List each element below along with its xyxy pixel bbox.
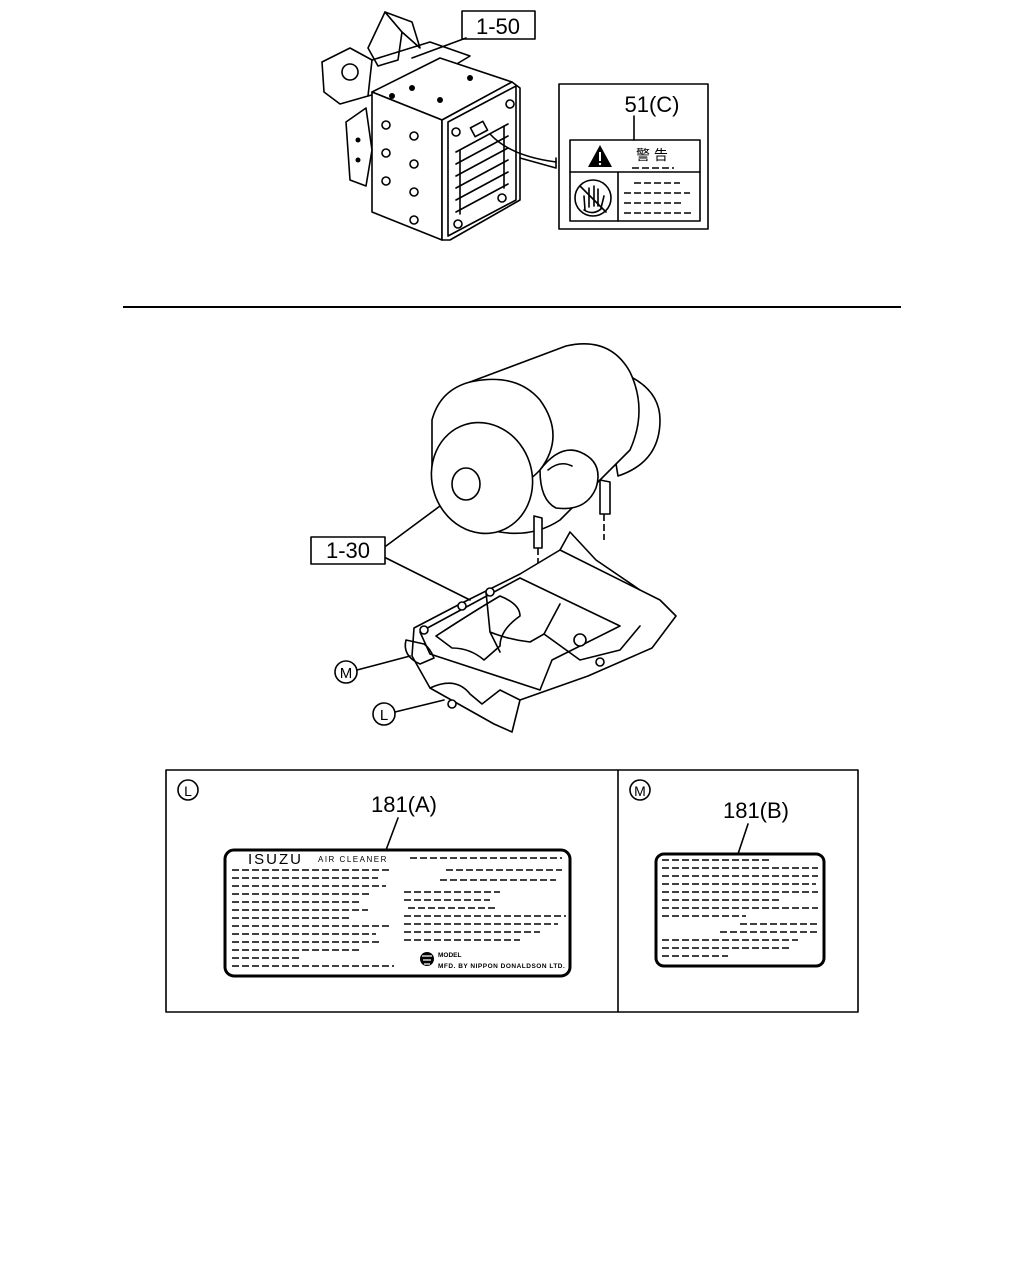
- panel-m: M 181(B): [629, 779, 826, 968]
- hand-caution-icon: [574, 179, 612, 217]
- panel-l-part-no: 181(A): [371, 792, 437, 817]
- callout-box-1-50: [461, 10, 536, 40]
- label-181a-maker: MFD. BY NIPPON DONALDSON LTD.: [438, 963, 565, 970]
- nippon-donaldson-logo-icon: [420, 952, 434, 966]
- mark-l-circle: [372, 702, 396, 726]
- warning-triangle-icon: [588, 145, 612, 167]
- panel-l: L 181(A) ISUZU AIR CLEANER MODEL MFD. BY…: [177, 779, 572, 978]
- panel-l-mark-circle: [177, 779, 199, 801]
- label-51c-part-no: 51(C): [624, 92, 679, 117]
- panel-m-mark: M: [634, 783, 646, 799]
- callout-box-1-30: [310, 536, 386, 565]
- air-cleaner-assembly-illustration: [356, 343, 677, 733]
- label-181a-model: MODEL: [438, 952, 462, 959]
- label-181a-text-lines-right: [404, 869, 566, 941]
- label-181a-product: AIR CLEANER: [318, 855, 388, 864]
- label-181b-text-lines: [662, 859, 818, 957]
- label-181a: [223, 848, 572, 978]
- mark-l: L: [380, 707, 388, 724]
- callout-1-30: 1-30: [326, 538, 370, 563]
- panel-m-mark-circle: [629, 779, 651, 801]
- callout-1-50: 1-50: [476, 14, 520, 39]
- warning-word: 警 告: [636, 147, 668, 163]
- label-181b: [654, 852, 826, 968]
- label-181a-brand: ISUZU: [248, 851, 303, 868]
- mark-m-circle: [334, 660, 358, 684]
- mark-m: M: [340, 665, 353, 682]
- panel-l-mark: L: [184, 783, 192, 799]
- warning-label-51c: 51(C) 警 告: [558, 83, 709, 230]
- label-181a-text-lines-left: [232, 869, 394, 967]
- top-assembly-illustration: [321, 11, 557, 241]
- label-panels-frame: [165, 769, 859, 1013]
- panel-m-part-no: 181(B): [723, 798, 789, 823]
